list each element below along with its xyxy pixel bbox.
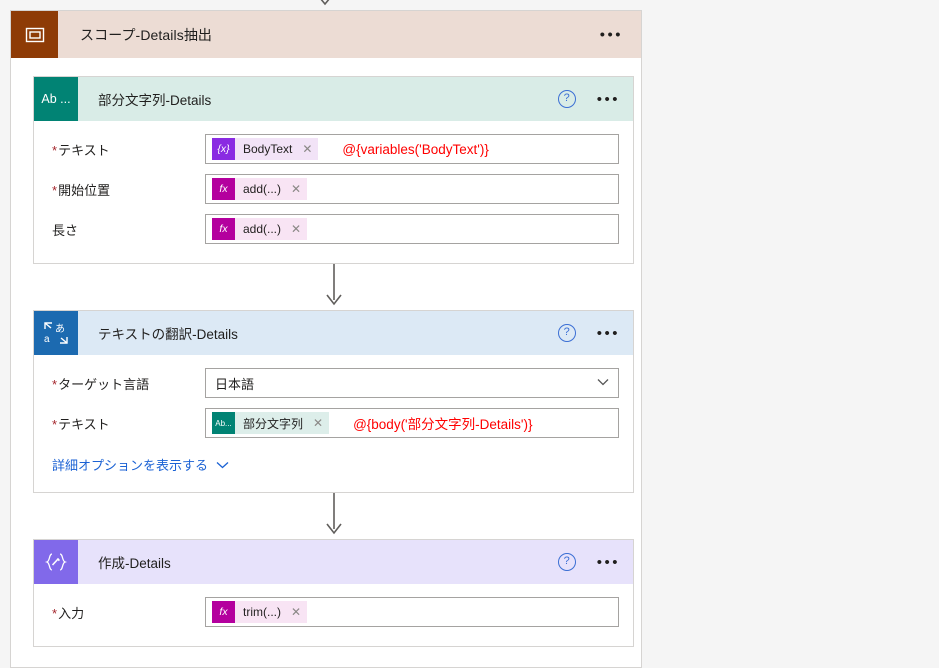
chip-body: BodyText ✕ xyxy=(235,138,319,160)
card-actions: ? ••• xyxy=(557,324,623,342)
substring-output-badge-icon: Ab... xyxy=(212,412,235,434)
chip-label: BodyText xyxy=(243,142,293,156)
scope-header[interactable]: スコープ-Details抽出 ••• xyxy=(11,11,641,58)
help-icon[interactable]: ? xyxy=(557,324,576,342)
card-actions: ? ••• xyxy=(557,553,623,571)
action-card-compose[interactable]: 作成-Details ? ••• *入力 fx xyxy=(33,539,634,647)
card-title: 部分文字列-Details xyxy=(98,93,212,108)
start-index-input-field[interactable]: fx add(...) ✕ xyxy=(205,174,619,204)
required-marker: * xyxy=(52,605,58,621)
chip-remove-icon[interactable]: ✕ xyxy=(313,416,324,430)
card-body: *テキスト {x} BodyText ✕ @{variables('BodyTe… xyxy=(34,121,633,263)
scope-icon xyxy=(11,11,58,58)
card-header[interactable]: あ a テキストの翻訳-Details ? ••• xyxy=(34,311,633,355)
form-row-text: *テキスト Ab... 部分文字列 ✕ @{body('部分文字列-Detail… xyxy=(34,403,633,443)
chip-remove-icon[interactable]: ✕ xyxy=(291,182,302,196)
token-chip-add-expression[interactable]: fx add(...) ✕ xyxy=(212,218,308,240)
annotation-text: @{variables('BodyText')} xyxy=(342,141,489,157)
card-title: 作成-Details xyxy=(98,556,171,571)
card-actions: ? ••• xyxy=(557,90,623,108)
chip-label: 部分文字列 xyxy=(243,416,304,431)
chip-label: trim(...) xyxy=(243,605,281,619)
field-label: 長さ xyxy=(52,220,200,239)
function-badge-icon: fx xyxy=(212,601,235,623)
scope-menu-button[interactable]: ••• xyxy=(599,26,623,43)
form-row-text: *テキスト {x} BodyText ✕ @{variables('BodyTe… xyxy=(34,129,633,169)
variable-badge-icon: {x} xyxy=(212,138,235,160)
field-label: *ターゲット言語 xyxy=(52,374,200,393)
substring-icon-label: Ab ... xyxy=(41,92,71,106)
field-label: *テキスト xyxy=(52,414,200,433)
svg-text:あ: あ xyxy=(55,323,65,335)
field-label: *テキスト xyxy=(52,140,200,159)
card-body: *ターゲット言語 日本語 xyxy=(34,355,633,492)
length-input-field[interactable]: fx add(...) ✕ xyxy=(205,214,619,244)
card-header[interactable]: Ab ... 部分文字列-Details ? ••• xyxy=(34,77,633,121)
card-title: テキストの翻訳-Details xyxy=(98,327,238,342)
incoming-connector-arrow xyxy=(320,0,330,6)
form-row-target-language: *ターゲット言語 日本語 xyxy=(34,363,633,403)
token-chip-substring-output[interactable]: Ab... 部分文字列 ✕ xyxy=(212,412,330,434)
show-advanced-options-label: 詳細オプションを表示する xyxy=(52,458,209,473)
show-advanced-options-link[interactable]: 詳細オプションを表示する xyxy=(34,443,229,478)
required-marker: * xyxy=(52,376,58,392)
scope-container: スコープ-Details抽出 ••• Ab ... 部分文字列-Details … xyxy=(10,10,642,668)
compose-icon xyxy=(34,540,78,584)
required-marker: * xyxy=(52,416,58,432)
form-row-start-index: *開始位置 fx add(...) ✕ xyxy=(34,169,633,209)
token-chip-trim-expression[interactable]: fx trim(...) ✕ xyxy=(212,601,308,623)
connector-2 xyxy=(33,493,634,539)
target-language-select[interactable]: 日本語 xyxy=(205,368,619,398)
token-chip-bodytext[interactable]: {x} BodyText ✕ xyxy=(212,138,319,160)
required-marker: * xyxy=(52,182,58,198)
chip-label: add(...) xyxy=(243,182,282,196)
substring-icon: Ab ... xyxy=(34,77,78,121)
field-label-text: ターゲット言語 xyxy=(58,376,150,392)
chevron-down-icon[interactable] xyxy=(597,377,612,389)
connector-1 xyxy=(33,264,634,310)
chip-remove-icon[interactable]: ✕ xyxy=(302,142,313,156)
card-header[interactable]: 作成-Details ? ••• xyxy=(34,540,633,584)
action-card-substring[interactable]: Ab ... 部分文字列-Details ? ••• *テキスト xyxy=(33,76,634,264)
required-marker: * xyxy=(52,142,58,158)
translate-text-input-field[interactable]: Ab... 部分文字列 ✕ @{body('部分文字列-Details')} xyxy=(205,408,619,438)
help-icon[interactable]: ? xyxy=(557,553,576,571)
chip-body: 部分文字列 ✕ xyxy=(235,412,330,434)
scope-body: Ab ... 部分文字列-Details ? ••• *テキスト xyxy=(11,58,641,667)
text-input-field[interactable]: {x} BodyText ✕ @{variables('BodyText')} xyxy=(205,134,619,164)
function-badge-icon: fx xyxy=(212,178,235,200)
scope-title: スコープ-Details抽出 xyxy=(80,26,213,43)
chip-body: trim(...) ✕ xyxy=(235,601,308,623)
card-menu-button[interactable]: ••• xyxy=(596,90,620,108)
chip-body: add(...) ✕ xyxy=(235,178,308,200)
annotation-text: @{body('部分文字列-Details')} xyxy=(353,417,533,432)
chip-remove-icon[interactable]: ✕ xyxy=(291,222,302,236)
function-badge-icon: fx xyxy=(212,218,235,240)
field-label-text: テキスト xyxy=(58,416,110,432)
help-icon[interactable]: ? xyxy=(557,90,576,108)
svg-text:a: a xyxy=(44,334,50,345)
field-label-text: テキスト xyxy=(58,142,110,158)
card-body: *入力 fx trim(...) ✕ xyxy=(34,584,633,646)
card-menu-button[interactable]: ••• xyxy=(596,553,620,571)
chip-remove-icon[interactable]: ✕ xyxy=(291,605,302,619)
field-label-text: 長さ xyxy=(52,222,79,238)
field-label-text: 開始位置 xyxy=(58,182,111,198)
compose-inputs-field[interactable]: fx trim(...) ✕ xyxy=(205,597,619,627)
target-language-value: 日本語 xyxy=(215,376,255,392)
form-row-inputs: *入力 fx trim(...) ✕ xyxy=(34,592,633,632)
chip-body: add(...) ✕ xyxy=(235,218,308,240)
chip-label: add(...) xyxy=(243,222,282,236)
field-label: *開始位置 xyxy=(52,180,200,199)
field-label-text: 入力 xyxy=(58,605,85,621)
card-menu-button[interactable]: ••• xyxy=(596,324,620,342)
field-label: *入力 xyxy=(52,603,200,622)
chevron-down-icon xyxy=(216,457,229,472)
translate-icon: あ a xyxy=(34,311,78,355)
action-card-translate[interactable]: あ a テキストの翻訳-Details ? ••• xyxy=(33,310,634,493)
form-row-length: 長さ fx add(...) ✕ xyxy=(34,209,633,249)
token-chip-add-expression[interactable]: fx add(...) ✕ xyxy=(212,178,308,200)
